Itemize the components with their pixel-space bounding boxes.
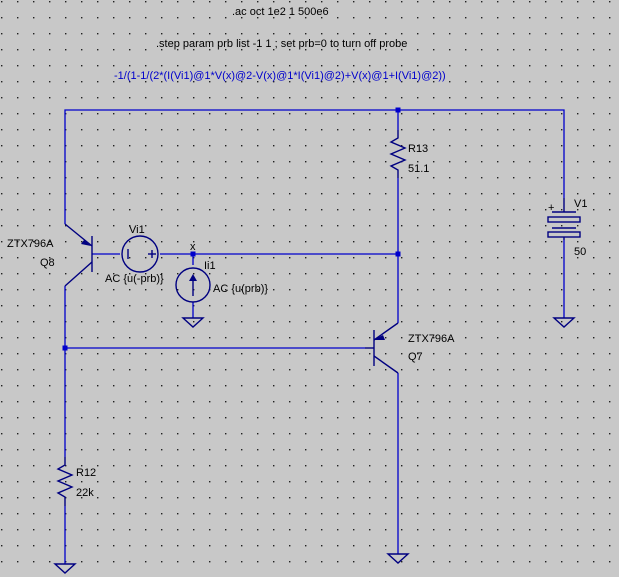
v1-value-label[interactable]: 50 <box>574 246 586 258</box>
vi1-name-label[interactable]: Vi1 <box>129 224 145 236</box>
vi1-voltage-source[interactable] <box>121 235 159 273</box>
ii1-value-label[interactable]: AC {u(prb)} <box>213 283 268 295</box>
q7-transistor[interactable] <box>365 322 399 374</box>
r13-name-label[interactable]: R13 <box>408 143 428 155</box>
q8-transistor[interactable] <box>64 223 93 287</box>
ground-symbol[interactable] <box>386 553 410 564</box>
ground-symbol[interactable] <box>53 563 77 574</box>
ground-symbol[interactable] <box>181 317 205 328</box>
q8-name-label[interactable]: Q8 <box>40 257 55 269</box>
r12-name-label[interactable]: R12 <box>76 467 96 479</box>
junction-dots <box>62 107 401 351</box>
v1-voltage-source[interactable] <box>547 198 581 240</box>
probe-expression[interactable]: -1/(1-1/(2*(I(Vi1)@1*V(x)@2-V(x)@1*I(Vi1… <box>114 70 446 82</box>
node-x-label[interactable]: x <box>190 241 196 253</box>
q7-model-label[interactable]: ZTX796A <box>408 333 455 345</box>
v1-plus-marker: + <box>548 202 554 214</box>
r13-value-label[interactable]: 51.1 <box>408 163 429 175</box>
ac-directive[interactable]: .ac oct 1e2 1 500e6 <box>232 6 329 18</box>
r12-resistor[interactable] <box>56 457 74 506</box>
wires[interactable] <box>64 109 565 564</box>
r13-resistor[interactable] <box>389 130 407 178</box>
ground-symbol[interactable] <box>552 317 576 328</box>
ii1-current-source[interactable] <box>175 267 211 303</box>
q8-model-label[interactable]: ZTX796A <box>7 238 54 250</box>
r12-value-label[interactable]: 22k <box>76 487 94 499</box>
v1-name-label[interactable]: V1 <box>574 198 587 210</box>
vi1-value-label[interactable]: AC {u(-prb)} <box>105 273 164 285</box>
ii1-name-label[interactable]: Ii1 <box>204 260 216 272</box>
step-directive[interactable]: .step param prb list -1 1 ; set prb=0 to… <box>156 38 407 50</box>
q7-name-label[interactable]: Q7 <box>408 351 423 363</box>
